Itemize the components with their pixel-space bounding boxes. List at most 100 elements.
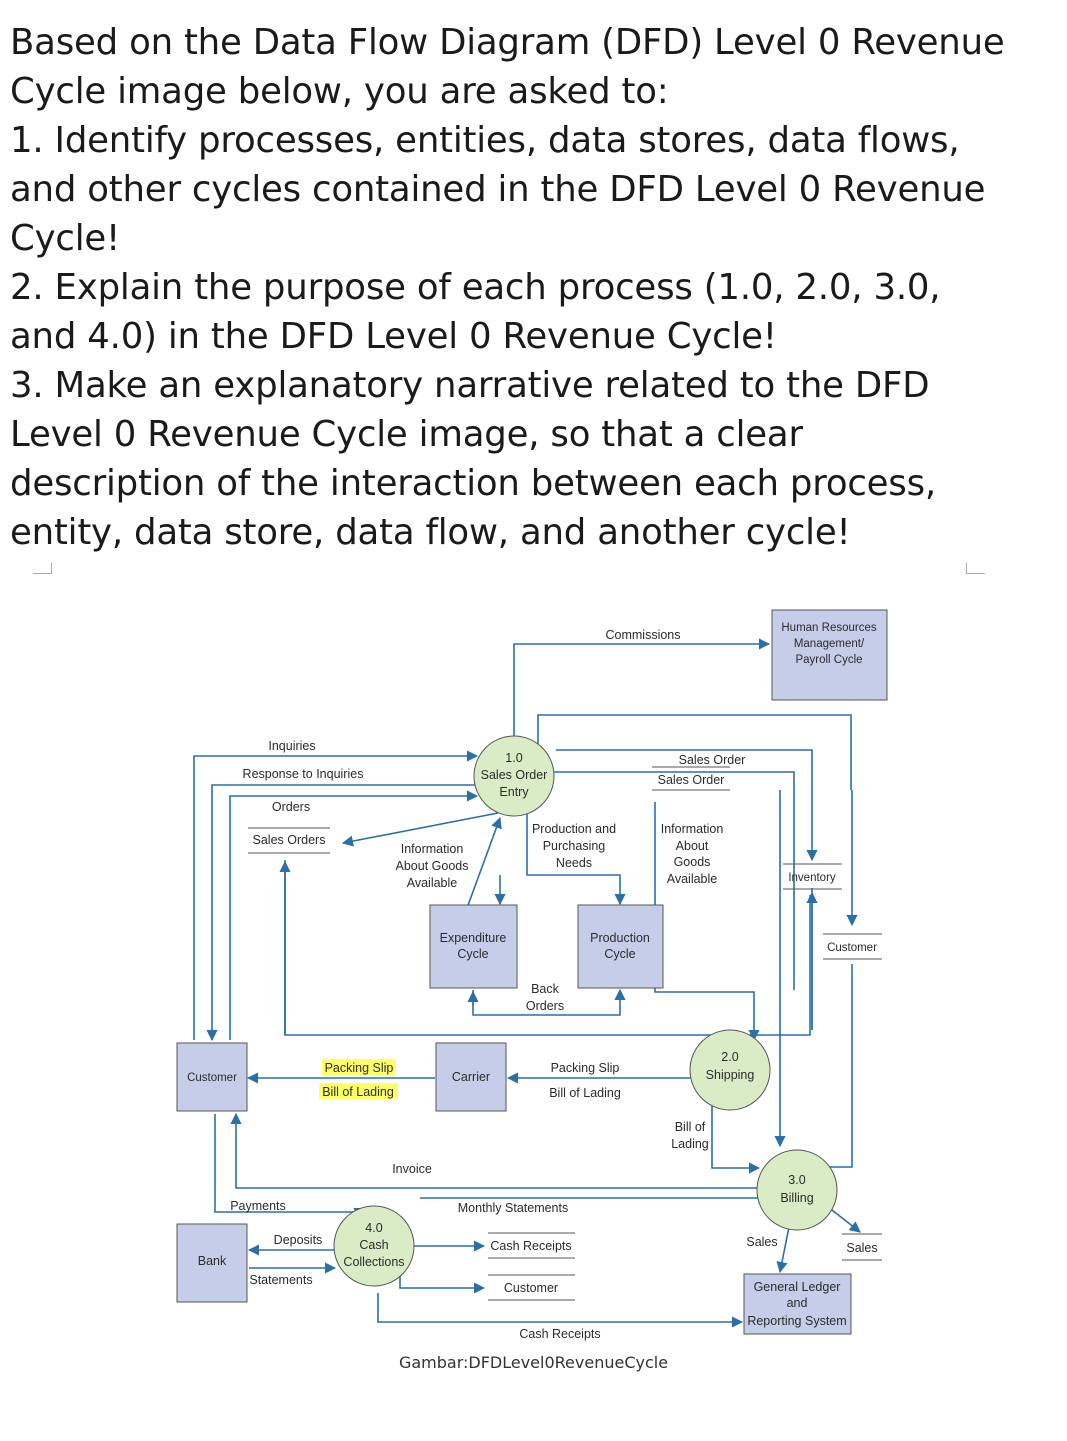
question-line: Cycle! xyxy=(10,218,121,259)
entity-bank-label: Bank xyxy=(198,1254,227,1268)
question-text: Based on the Data Flow Diagram (DFD) Lev… xyxy=(10,18,1055,557)
process-3-name: Billing xyxy=(780,1191,813,1205)
flow-packing-slip-left-label: Packing Slip xyxy=(325,1061,394,1075)
store-customer-bottom-label: Customer xyxy=(504,1281,558,1295)
process-3 xyxy=(756,1149,838,1231)
question-line: Cycle image below, you are asked to: xyxy=(10,71,669,112)
crop-mark-right xyxy=(966,563,985,574)
process-3-number: 3.0 xyxy=(788,1173,805,1187)
process-4-name-2: Collections xyxy=(343,1255,404,1269)
process-2 xyxy=(689,1029,771,1111)
store-cash-receipts xyxy=(488,1232,575,1259)
flow-orders-label: Orders xyxy=(272,800,310,814)
flow-info-left-label: Information xyxy=(401,842,464,856)
store-inventory xyxy=(783,863,842,890)
question-line: Based on the Data Flow Diagram (DFD) Lev… xyxy=(10,22,1005,63)
entity-customer xyxy=(176,1042,248,1112)
entity-gl-label-2: and xyxy=(787,1296,808,1310)
entity-production-label: Production xyxy=(590,931,650,945)
store-cash-receipts-label: Cash Receipts xyxy=(490,1239,571,1253)
flow-info-right-label: Information xyxy=(661,822,724,836)
flow-customer-bottom xyxy=(399,1272,486,1294)
entity-hr-label-2: Management/ xyxy=(794,638,865,650)
store-sales-label: Sales xyxy=(846,1241,877,1255)
flow-bill-of-lading-v-label-2: Lading xyxy=(671,1137,709,1151)
flow-invoice xyxy=(230,1112,766,1189)
entity-gl-label-3: Reporting System xyxy=(747,1314,846,1328)
store-customer-bottom xyxy=(488,1274,575,1301)
entity-gl xyxy=(743,1273,852,1335)
store-customer xyxy=(823,933,882,960)
store-customer-label: Customer xyxy=(827,942,877,954)
flow-cash-to-gl xyxy=(377,1293,744,1328)
highlight-packing-slip xyxy=(322,1059,396,1075)
flow-prod-needs-label-2: Purchasing xyxy=(543,839,606,853)
question-line: 3. Make an explanatory narrative related… xyxy=(10,365,930,406)
flow-info-right-label-3: Goods xyxy=(674,855,711,869)
store-sales-orders-label: Sales Orders xyxy=(253,833,326,847)
process-circles xyxy=(333,735,838,1287)
flow-back-orders-label-2: Orders xyxy=(526,999,564,1013)
process-1-name: Sales Order xyxy=(481,768,548,782)
flow-statements-label: Statements xyxy=(249,1273,312,1287)
highlight-bill-of-lading xyxy=(319,1083,398,1099)
entity-gl-label: General Ledger xyxy=(754,1280,841,1294)
flow-payments-label: Payments xyxy=(230,1199,286,1213)
flow-prod-needs xyxy=(526,803,626,906)
flow-inquiries-label: Inquiries xyxy=(268,739,315,753)
process-2-number: 2.0 xyxy=(721,1050,738,1064)
entity-carrier-label: Carrier xyxy=(452,1070,490,1084)
flow-monthly-statements-label: Monthly Statements xyxy=(458,1201,568,1215)
question-line: description of the interaction between e… xyxy=(10,463,936,504)
question-line: entity, data store, data flow, and anoth… xyxy=(10,512,851,553)
flow-inquiries xyxy=(193,750,479,1040)
flow-bill-of-lading-right-label: Bill of Lading xyxy=(549,1086,621,1100)
question-line: 2. Explain the purpose of each process (… xyxy=(10,267,941,308)
flow-to-sales-orders xyxy=(341,812,499,847)
flow-commissions xyxy=(513,638,771,760)
store-inventory-label: Inventory xyxy=(788,872,836,884)
flow-deposits-label: Deposits xyxy=(274,1233,323,1247)
flow-packing-slip-right-label: Packing Slip xyxy=(551,1061,620,1075)
process-1 xyxy=(473,735,555,817)
flow-info-right-label-4: Available xyxy=(667,872,718,886)
process-1-name-2: Entry xyxy=(499,785,529,799)
flow-info-right-label-2: About xyxy=(676,839,709,853)
flow-info-left-label-3: Available xyxy=(407,876,458,890)
process-4-name: Cash xyxy=(359,1238,388,1252)
figure-caption: Gambar:DFDLevel0RevenueCycle xyxy=(398,1353,669,1372)
flow-response xyxy=(206,784,477,1042)
flow-cash-receipts-bottom-label: Cash Receipts xyxy=(519,1327,600,1341)
entity-hr-label: Human Resources xyxy=(781,622,876,634)
entity-production xyxy=(577,904,664,989)
flow-bill-of-lading xyxy=(711,1103,761,1174)
flow-back-orders-label: Back xyxy=(531,982,560,996)
question-line: and 4.0) in the DFD Level 0 Revenue Cycl… xyxy=(10,316,777,357)
flow-prod-needs-label: Production and xyxy=(532,822,616,836)
question-line: Level 0 Revenue Cycle image, so that a c… xyxy=(10,414,803,455)
flow-orders xyxy=(229,790,479,1040)
entity-expenditure-label: Expenditure xyxy=(440,931,507,945)
flow-sales-store xyxy=(831,1209,861,1233)
flow-sales-label: Sales xyxy=(746,1235,777,1249)
flow-hr-loop xyxy=(537,714,852,790)
entity-customer-label: Customer xyxy=(187,1072,237,1084)
flow-sales-order-label: Sales Order xyxy=(679,753,746,767)
entity-boxes xyxy=(176,609,888,1335)
flow-lines xyxy=(193,638,861,1328)
flow-bill-of-lading-left-label: Bill of Lading xyxy=(322,1085,394,1099)
flow-customer-store xyxy=(810,964,853,1173)
flow-sales-gl xyxy=(776,1221,791,1274)
flow-info-right xyxy=(654,802,760,1042)
store-sales-order-label: Sales Order xyxy=(658,773,725,787)
data-stores xyxy=(248,766,882,1301)
entity-hr-label-3: Payroll Cycle xyxy=(795,654,862,666)
process-1-number: 1.0 xyxy=(505,751,522,765)
entity-carrier xyxy=(435,1042,507,1112)
process-4-number: 4.0 xyxy=(365,1221,382,1235)
store-sales-order-top xyxy=(652,766,730,791)
flow-sales-order-top2 xyxy=(556,749,818,862)
entity-expenditure xyxy=(429,904,518,989)
crop-mark-left xyxy=(33,563,52,574)
